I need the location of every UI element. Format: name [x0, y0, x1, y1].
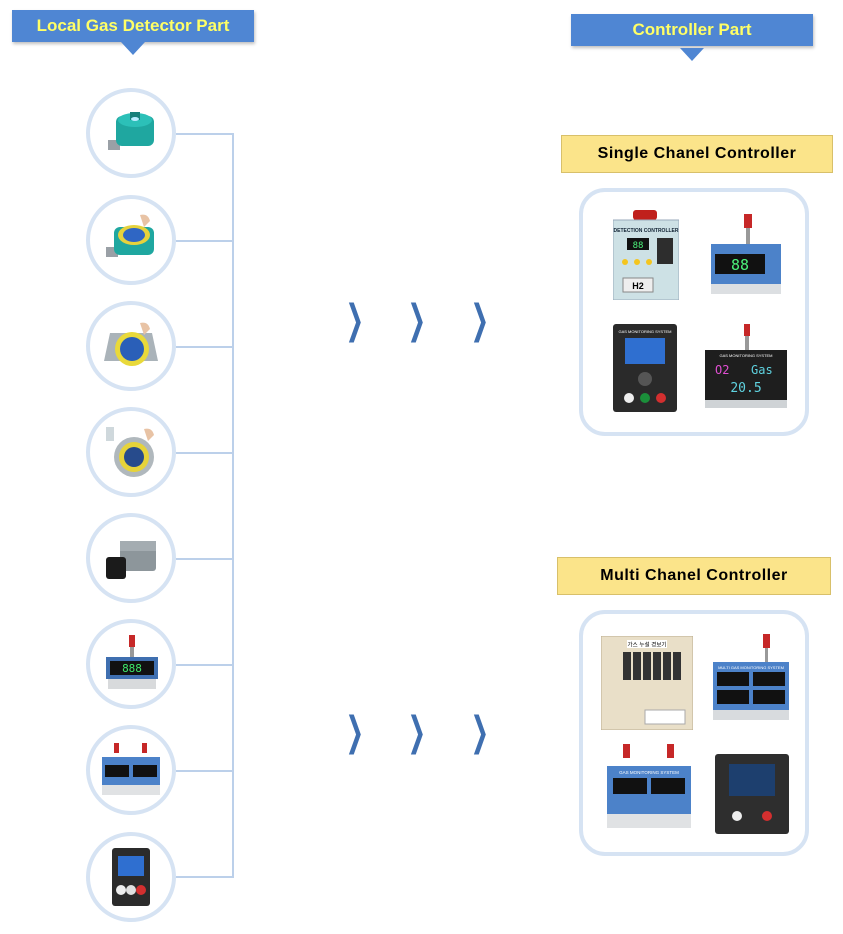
multi-controller-1: 가스 누설 경보기 — [600, 635, 694, 731]
single-controller-2: 88 — [707, 214, 789, 300]
chevron-right-icon: ❯ — [407, 297, 426, 343]
single-controller-3: GAS MONITORING SYSTEM — [613, 324, 677, 412]
single-controller-1-value: 88 — [633, 241, 644, 251]
single-controller-4-gas1: O2 — [715, 363, 729, 377]
detector-image-3 — [86, 301, 176, 391]
multi-channel-label: Multi Chanel Controller — [557, 557, 831, 595]
single-controller-panel: DETECTION CONTROLLER 88 H2 88 GAS MONITO… — [579, 188, 809, 436]
single-channel-label: Single Chanel Controller — [561, 135, 833, 173]
detector-image-6: 888 — [86, 619, 176, 709]
multi-controller-4 — [715, 754, 789, 834]
single-controller-4-title: GAS MONITORING SYSTEM — [719, 353, 772, 358]
single-controller-1-tag: H2 — [632, 281, 644, 291]
single-controller-4-gas2: Gas — [751, 363, 773, 377]
multi-controller-3: GAS MONITORING SYSTEM — [605, 744, 695, 834]
chevron-right-icon: ❯ — [345, 297, 364, 343]
chevron-right-icon: ❯ — [345, 709, 364, 755]
multi-controller-2: MULTI GAS MONITORING SYSTEM — [711, 634, 793, 726]
single-controller-1: DETECTION CONTROLLER 88 H2 — [612, 210, 680, 301]
connector-branch — [176, 346, 233, 348]
multi-controller-2-title: MULTI GAS MONITORING SYSTEM — [718, 665, 784, 670]
single-controller-2-value: 88 — [731, 256, 749, 274]
connector-branch — [176, 876, 233, 878]
down-arrow-icon — [680, 48, 704, 61]
svg-text:888: 888 — [122, 662, 142, 675]
detector-image-2 — [86, 195, 176, 285]
single-controller-1-title: DETECTION CONTROLLER — [614, 228, 679, 234]
multi-controller-1-title: 가스 누설 경보기 — [628, 641, 667, 649]
connector-line — [232, 133, 234, 878]
single-controller-4-value: 20.5 — [730, 381, 761, 396]
connector-branch — [176, 664, 233, 666]
detector-image-1 — [86, 88, 176, 178]
controller-header: Controller Part — [571, 14, 813, 46]
connector-branch — [176, 133, 233, 135]
local-detector-header: Local Gas Detector Part — [12, 10, 254, 42]
chevron-right-icon: ❯ — [470, 709, 489, 755]
multi-controller-panel: 가스 누설 경보기 MULTI GAS MONITORING SYSTEM GA… — [579, 610, 809, 856]
connector-branch — [176, 558, 233, 560]
connector-branch — [176, 770, 233, 772]
chevron-right-icon: ❯ — [407, 709, 426, 755]
detector-image-4 — [86, 407, 176, 497]
detector-image-7 — [86, 725, 176, 815]
detector-image-8 — [86, 832, 176, 922]
single-controller-4: GAS MONITORING SYSTEM O2 Gas 20.5 — [701, 324, 791, 414]
down-arrow-icon — [121, 42, 145, 55]
connector-branch — [176, 240, 233, 242]
multi-controller-3-title: GAS MONITORING SYSTEM — [619, 770, 679, 775]
chevron-right-icon: ❯ — [470, 297, 489, 343]
detector-image-5 — [86, 513, 176, 603]
connector-branch — [176, 452, 233, 454]
single-controller-3-title: GAS MONITORING SYSTEM — [618, 329, 671, 334]
